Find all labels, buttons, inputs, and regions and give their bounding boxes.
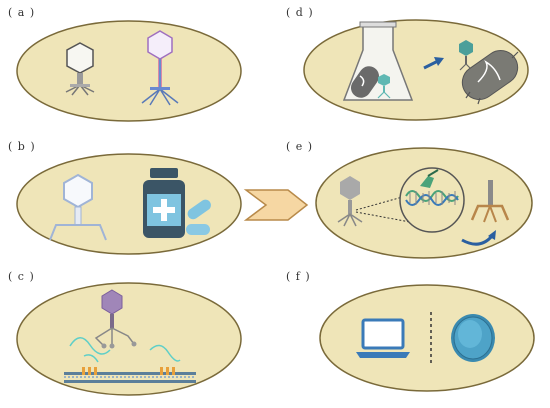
panel-f-oval bbox=[319, 284, 535, 392]
panel-label-f: ( f ) bbox=[286, 270, 311, 283]
panel-label-c: ( c ) bbox=[8, 270, 35, 283]
medicine-bottle-icon bbox=[143, 168, 185, 238]
panel-a bbox=[16, 20, 242, 122]
panel-label-d: ( d ) bbox=[286, 6, 314, 19]
panel-label-b: ( b ) bbox=[8, 140, 36, 153]
phage-icon bbox=[141, 30, 179, 106]
panel-c bbox=[16, 282, 242, 396]
panel-label-a: ( a ) bbox=[8, 6, 36, 19]
capsule-icon bbox=[186, 199, 211, 235]
bacterium-icon bbox=[350, 66, 380, 98]
cell-membrane bbox=[64, 367, 196, 383]
panel-d bbox=[303, 19, 529, 121]
phage-icon bbox=[459, 40, 473, 71]
arrow-icon bbox=[461, 230, 496, 246]
phage-icon bbox=[470, 180, 510, 223]
chevron-arrow-icon bbox=[243, 189, 309, 221]
phage-icon bbox=[377, 74, 391, 99]
petri-dish-icon bbox=[451, 314, 495, 362]
phage-icon bbox=[94, 289, 137, 349]
phage-icon bbox=[65, 42, 95, 96]
panel-c-oval bbox=[16, 282, 242, 396]
bacterium-icon bbox=[461, 50, 519, 105]
phage-icon bbox=[337, 176, 363, 227]
panel-a-oval bbox=[16, 20, 242, 122]
panel-e bbox=[315, 147, 533, 259]
panel-b bbox=[16, 153, 242, 255]
dna-icon bbox=[399, 167, 465, 233]
arrow-icon bbox=[423, 57, 444, 70]
panel-f bbox=[319, 284, 535, 392]
panel-label-e: ( e ) bbox=[286, 140, 314, 153]
laptop-icon bbox=[356, 318, 410, 358]
phage-icon bbox=[49, 173, 107, 241]
